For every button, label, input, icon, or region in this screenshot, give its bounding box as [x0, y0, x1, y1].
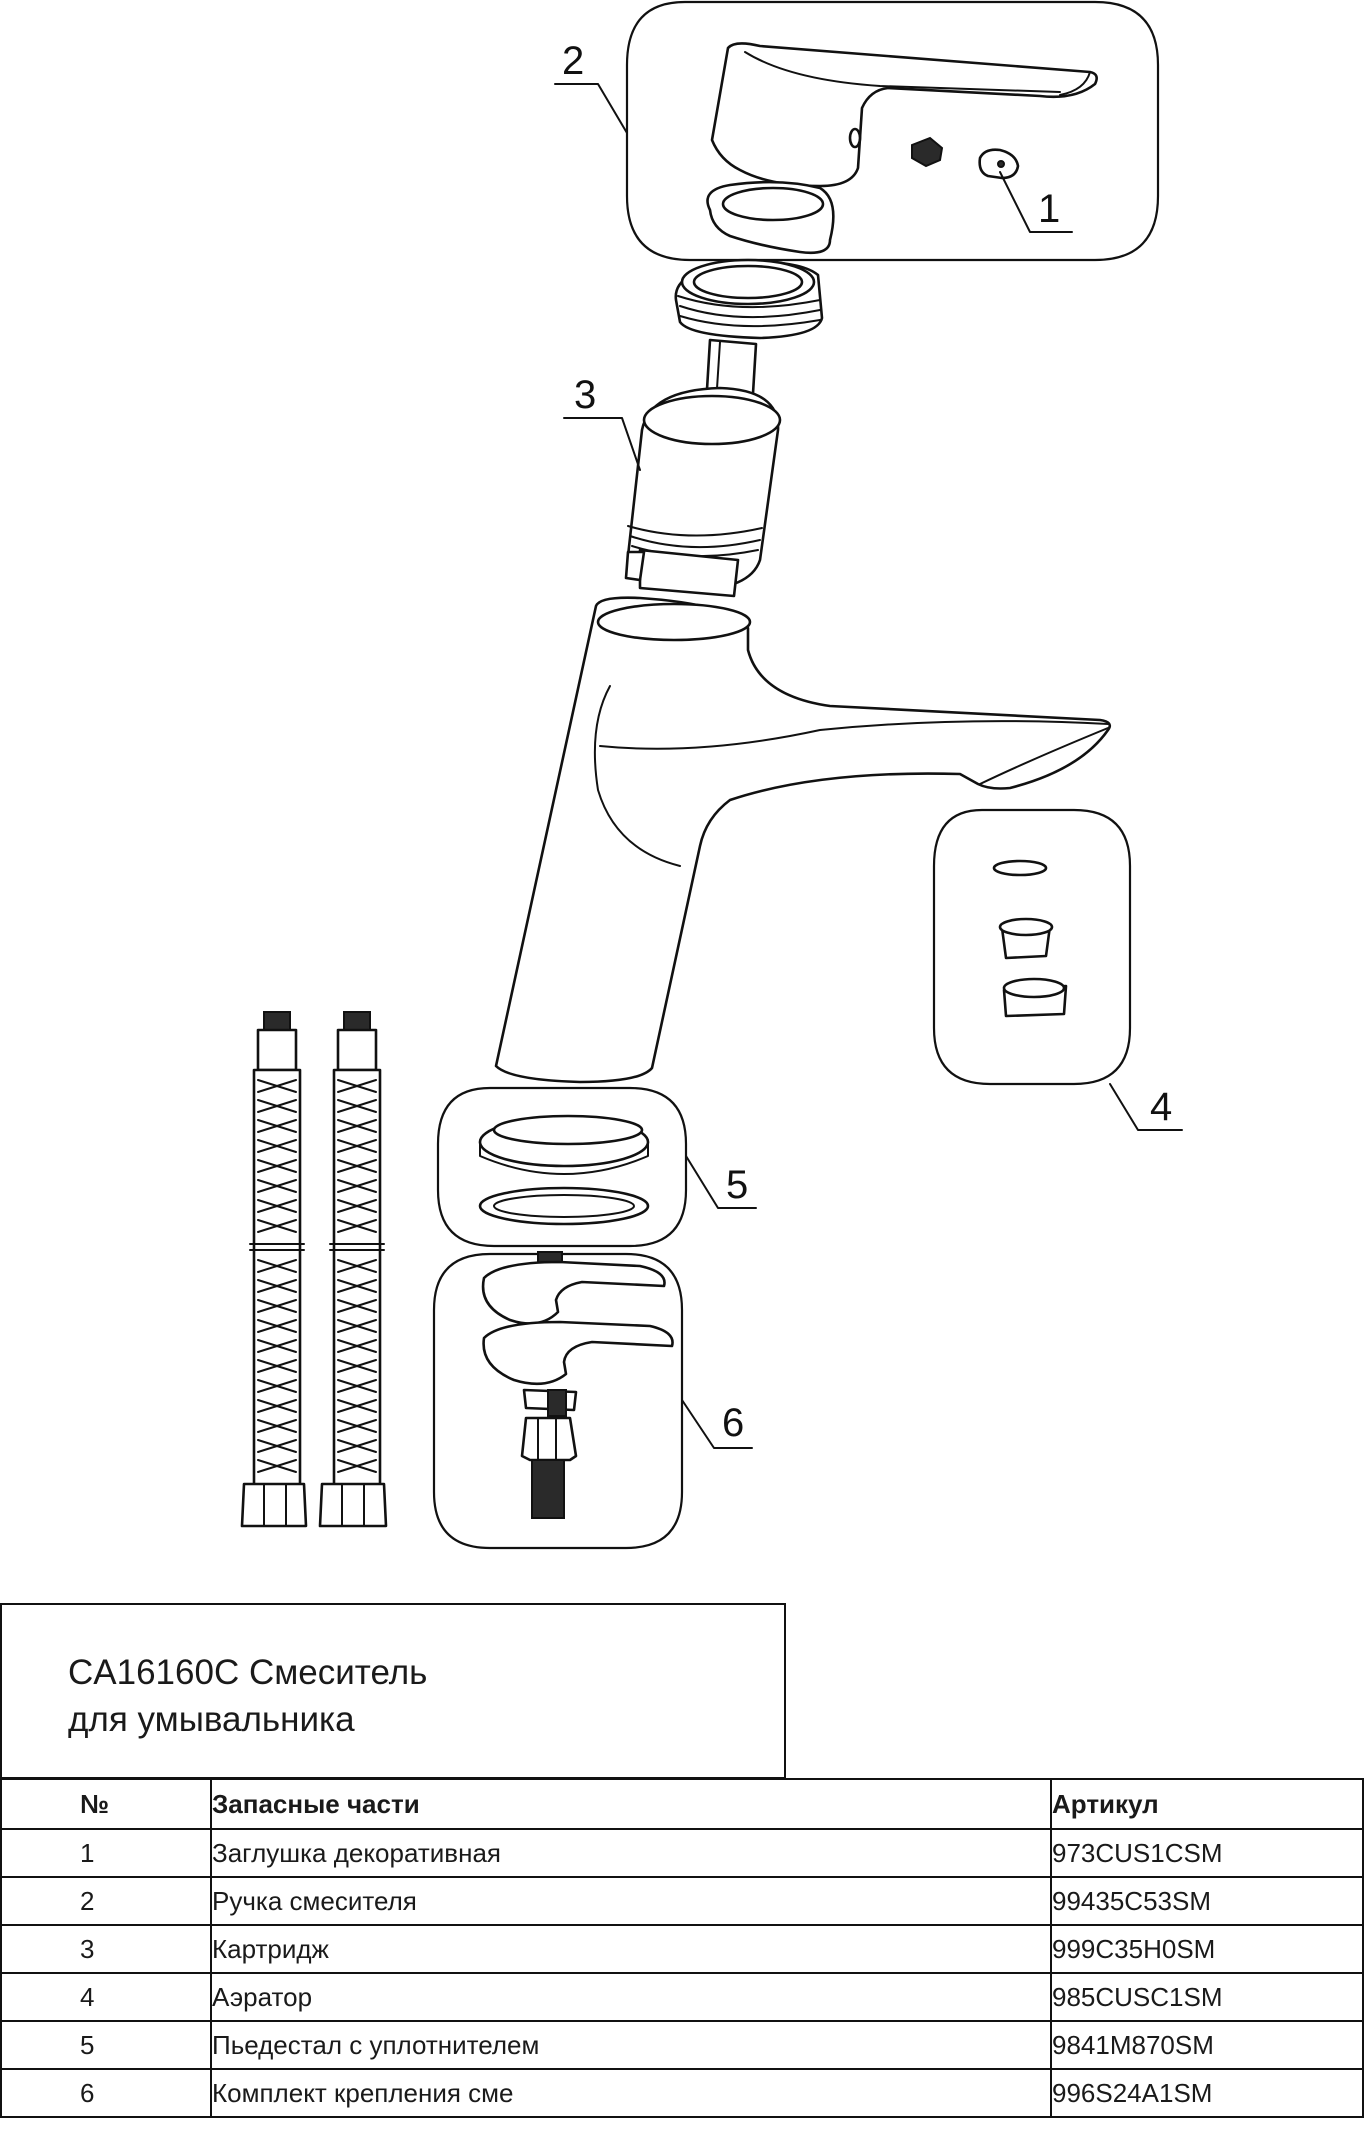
column-header-part-name: Запасные части — [210, 1778, 1052, 1830]
part-article: 99435C53SM — [1050, 1876, 1364, 1926]
flexible-hoses — [240, 1011, 388, 1528]
table-row: 5 Пьедестал с уплотнителем 9841M870SM — [0, 2020, 1364, 2070]
callout-3: 3 — [574, 373, 596, 417]
handle-group-frame — [625, 0, 1160, 262]
callout-6: 6 — [722, 1401, 744, 1445]
product-title-line-1: CA16160C Смеситель — [68, 1653, 428, 1692]
part-number: 4 — [0, 1972, 212, 2022]
part-number: 5 — [0, 2020, 212, 2070]
aerator-washer — [992, 859, 1048, 877]
table-row: 6 Комплект крепления сме 996S24A1SM — [0, 2068, 1364, 2118]
callout-4: 4 — [1150, 1085, 1172, 1129]
horseshoe-washer-2 — [482, 1320, 674, 1386]
threaded-stud — [531, 1459, 565, 1519]
table-row: 1 Заглушка декоративная 973CUS1CSM — [0, 1828, 1364, 1878]
table-header-row: № Запасные части Артикул — [0, 1778, 1364, 1830]
exploded-parts-diagram: 2 1 3 — [240, 0, 1183, 1550]
mounting-kit-group: 6 — [432, 1251, 753, 1550]
product-title: CA16160C Смеситель для умывальника — [68, 1649, 427, 1743]
callout-2: 2 — [562, 39, 584, 83]
handle-group: 2 1 — [554, 0, 1160, 262]
pedestal-seal — [478, 1186, 650, 1226]
part-name: Ручка смесителя — [210, 1876, 1052, 1926]
part-number: 2 — [0, 1876, 212, 1926]
part-article: 973CUS1CSM — [1050, 1828, 1364, 1878]
set-screw — [911, 136, 944, 168]
column-header-number: № — [0, 1778, 212, 1830]
handle-screw-hole — [848, 127, 862, 149]
part-number: 6 — [0, 2068, 212, 2118]
table-row: 2 Ручка смесителя 99435C53SM — [0, 1876, 1364, 1926]
spare-parts-table: № Запасные части Артикул 1 Заглушка деко… — [0, 1778, 1364, 2118]
part-number: 1 — [0, 1828, 212, 1878]
table-row: 3 Картридж 999C35H0SM — [0, 1924, 1364, 1974]
lever-handle — [710, 42, 1098, 188]
column-header-article: Артикул — [1050, 1778, 1364, 1830]
title-box: CA16160C Смеситель для умывальника — [0, 1603, 786, 1779]
part-name: Пьедестал с уплотнителем — [210, 2020, 1052, 2070]
part-name: Аэратор — [210, 1972, 1052, 2022]
hex-nut-coupling — [520, 1416, 578, 1462]
pedestal-group: 5 — [436, 1086, 757, 1248]
aerator-group: 4 — [932, 808, 1183, 1131]
product-title-line-2: для умывальника — [68, 1700, 355, 1739]
part-number: 3 — [0, 1924, 212, 1974]
faucet-body — [494, 596, 1112, 1084]
part-name: Заглушка декоративная — [210, 1828, 1052, 1878]
part-article: 999C35H0SM — [1050, 1924, 1364, 1974]
part-article: 9841M870SM — [1050, 2020, 1364, 2070]
part-name: Комплект крепления сме — [210, 2068, 1052, 2118]
horseshoe-washer-1 — [481, 1260, 666, 1325]
cartridge: 3 — [563, 338, 782, 598]
flexible-hose-right — [318, 1011, 388, 1528]
part-name: Картридж — [210, 1924, 1052, 1974]
callout-5: 5 — [726, 1163, 748, 1207]
part-article: 996S24A1SM — [1050, 2068, 1364, 2118]
callout-1: 1 — [1038, 187, 1060, 231]
threaded-nut — [674, 258, 824, 340]
flexible-hose-left — [240, 1011, 308, 1528]
part-article: 985CUSC1SM — [1050, 1972, 1364, 2022]
table-row: 4 Аэратор 985CUSC1SM — [0, 1972, 1364, 2022]
